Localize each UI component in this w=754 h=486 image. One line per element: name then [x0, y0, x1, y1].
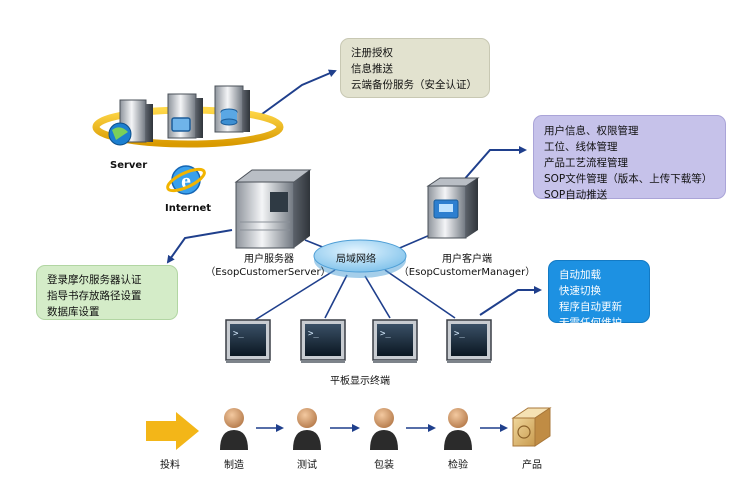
step-label: 检验: [448, 460, 468, 471]
internet-icon: e: [166, 165, 206, 195]
tablet-terminal: [300, 319, 346, 363]
info-line: 无需任何维护: [559, 317, 622, 329]
tablets-label: 平板显示终端: [330, 376, 390, 387]
server-settings-box: 登录摩尔服务器认证 指导书存放路径设置 数据库设置: [36, 265, 178, 320]
arrow-to-server-info: [166, 229, 233, 264]
tablet-terminals: [225, 319, 492, 363]
info-line: SOP文件管理（版本、上传下载等）: [544, 173, 713, 185]
info-line: 自动加载: [559, 269, 601, 281]
internet-label: Internet: [165, 203, 212, 214]
info-line: 工位、线体管理: [544, 141, 618, 153]
monitor-icon: [171, 117, 191, 132]
worker-icon: [444, 408, 472, 450]
info-line: 产品工艺流程管理: [544, 157, 628, 169]
feed-arrow-icon: [146, 412, 199, 450]
globe-icon: [108, 122, 132, 146]
customer-server-sublabel: （EsopCustomerServer）: [205, 267, 331, 278]
info-line: 快速切换: [559, 285, 601, 297]
customer-server-tower: [234, 169, 312, 249]
server-cluster: [92, 85, 284, 148]
server-label: Server: [110, 160, 148, 171]
info-line: 信息推送: [351, 63, 393, 75]
tablet-features-box: 自动加载 快速切换 程序自动更新 无需任何维护: [548, 260, 650, 329]
info-line: 数据库设置: [47, 306, 100, 318]
step-label: 制造: [224, 460, 244, 471]
customer-client-label: 用户客户端: [442, 254, 492, 265]
info-line: SOP自动推送: [544, 189, 608, 201]
database-icon: [220, 108, 238, 126]
lan-hub: [313, 239, 407, 278]
tablet-prompt: >_: [454, 329, 465, 339]
lan-label: 局域网络: [336, 254, 376, 265]
info-line: 登录摩尔服务器认证: [47, 274, 142, 286]
info-line: 程序自动更新: [559, 301, 622, 313]
step-label: 测试: [297, 460, 317, 471]
info-line: 用户信息、权限管理: [544, 125, 639, 137]
tablet-prompt: >_: [233, 329, 244, 339]
info-line: 云端备份服务（安全认证）: [351, 79, 477, 91]
worker-icon: [293, 408, 321, 450]
process-flow: [146, 407, 552, 450]
tablet-terminal: [225, 319, 271, 363]
step-label: 包装: [374, 460, 394, 471]
cloud-services-box: 注册授权 信息推送 云端备份服务（安全认证）: [340, 38, 490, 98]
customer-server-label: 用户服务器: [244, 254, 294, 265]
tablet-prompt: >_: [308, 329, 319, 339]
tablet-terminal: [372, 319, 418, 363]
lan-links: [254, 234, 456, 321]
svg-text:e: e: [181, 168, 191, 193]
arrow-to-manager-info: [461, 146, 527, 183]
manager-features-box: 用户信息、权限管理 工位、线体管理 产品工艺流程管理 SOP文件管理（版本、上传…: [533, 115, 726, 201]
arrow-to-tablet-info: [479, 286, 542, 316]
info-line: 注册授权: [351, 47, 393, 59]
worker-icon: [220, 408, 248, 450]
customer-client-sublabel: （EsopCustomerManager）: [398, 267, 536, 278]
step-label: 投料: [160, 460, 180, 471]
worker-icon: [370, 408, 398, 450]
product-box-icon: [511, 407, 552, 447]
tablet-terminal: [446, 319, 492, 363]
tablet-prompt: >_: [380, 329, 391, 339]
cluster-server-3: [214, 85, 250, 133]
customer-client-tower: [426, 177, 480, 239]
info-line: 指导书存放路径设置: [47, 290, 142, 302]
arrow-to-top-info: [257, 69, 337, 118]
connector-arrows: [166, 69, 542, 316]
step-label: 产品: [522, 460, 542, 471]
